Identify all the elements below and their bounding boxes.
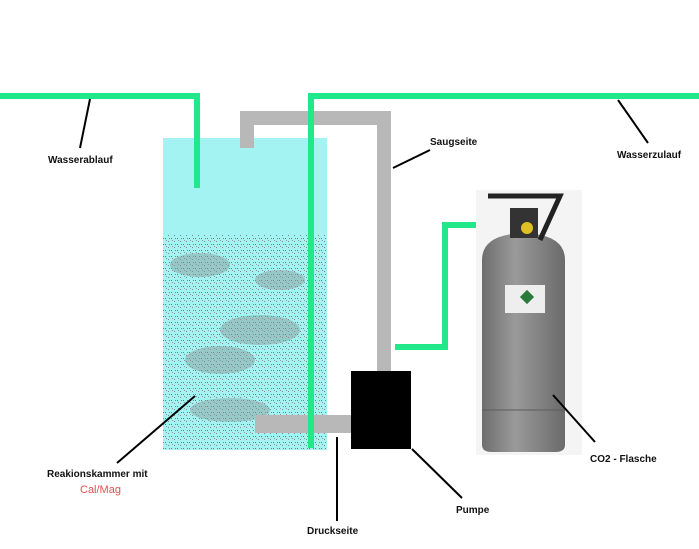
label-co2-bottle: CO2 - Flasche <box>590 454 657 465</box>
label-reaction-chamber: Reakionskammer mit <box>47 469 148 480</box>
label-water-inlet: Wasserzulauf <box>617 150 682 161</box>
label-pressure-side: Druckseite <box>307 526 359 537</box>
label-pump: Pumpe <box>456 505 490 516</box>
pressure-pipe <box>255 415 352 433</box>
label-water-outlet: Wasserablauf <box>48 155 113 166</box>
pump <box>351 371 411 449</box>
water-outlet-pipe <box>0 93 200 188</box>
media-clusters <box>170 253 305 422</box>
calmag-media <box>163 235 327 450</box>
co2-bottle <box>476 190 582 455</box>
label-reaction-media: Cal/Mag <box>80 484 121 496</box>
suction-pipe <box>240 111 391 372</box>
water-inlet-pipe <box>308 93 699 448</box>
label-suction-side: Saugseite <box>430 137 478 148</box>
leader-lines <box>79 98 649 521</box>
